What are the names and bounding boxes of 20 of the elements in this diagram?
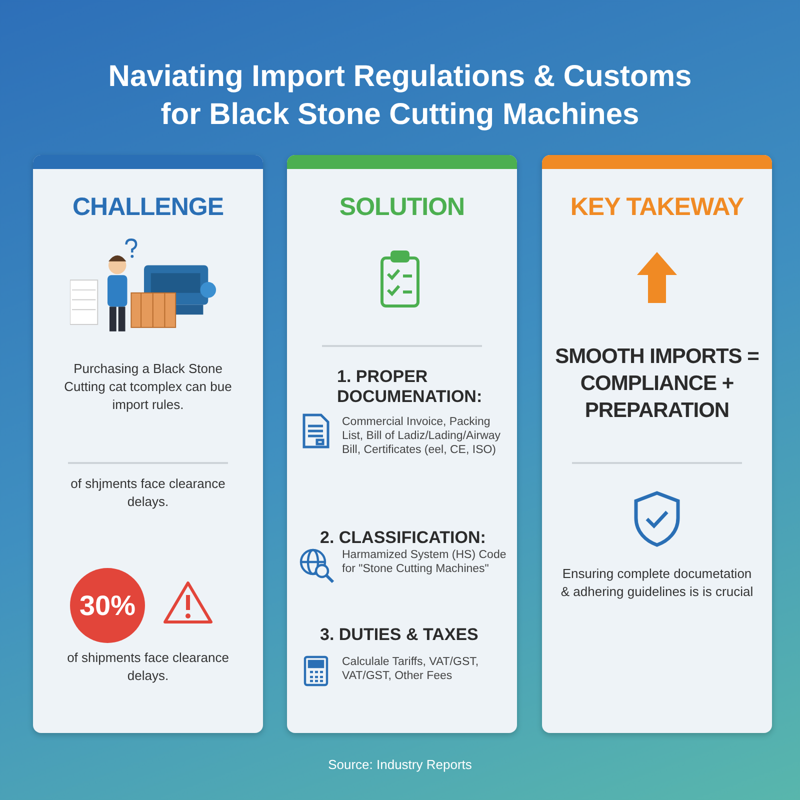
info-card — [33, 155, 263, 733]
step-text: Calculale Tariffs, VAT/GST, VAT/GST, Other Fees — [342, 655, 480, 683]
step-text: Commercial Invoice, Packing List, Bill of Ladiz/Lading/Airway Bill, Certificates (eel, CE, ISO) — [342, 415, 502, 457]
percentage-circle: 30% — [70, 568, 145, 643]
step-heading: 2. CLASSIFICATION: — [320, 528, 487, 548]
card-heading: CHALLENGE — [71, 193, 225, 222]
stat-caption: of shipments face clearance delays. — [66, 649, 230, 685]
step-heading: 3. DUTIES & TAXES — [320, 625, 480, 645]
card-heading: KEY TAKEWAY — [569, 193, 745, 222]
takeaway-text: Ensuring complete documetation & adhering guidelines is is crucial — [560, 565, 754, 601]
stat-caption: of shjments face clearance delays. — [70, 475, 226, 511]
card-heading: SOLUTION — [338, 193, 466, 222]
step-heading: 1. PROPER DOCUMENATION: — [337, 367, 484, 407]
source-note: Source: Industry Reports — [327, 757, 473, 772]
challenge-text: Purchasing a Black Stone Cutting cat tcomplex can bue import rules. — [63, 360, 233, 414]
title: Naviating Import Regulations & Customs for Black Stone Cutting Machines — [107, 59, 693, 133]
info-card — [287, 155, 517, 733]
key-message: SMOOTH IMPORTS = COMPLIANCE + PREPARATION — [554, 344, 760, 424]
step-text: Harmamized System (HS) Code for "Stone Cutting Machines" — [342, 548, 508, 576]
info-card — [542, 155, 772, 733]
